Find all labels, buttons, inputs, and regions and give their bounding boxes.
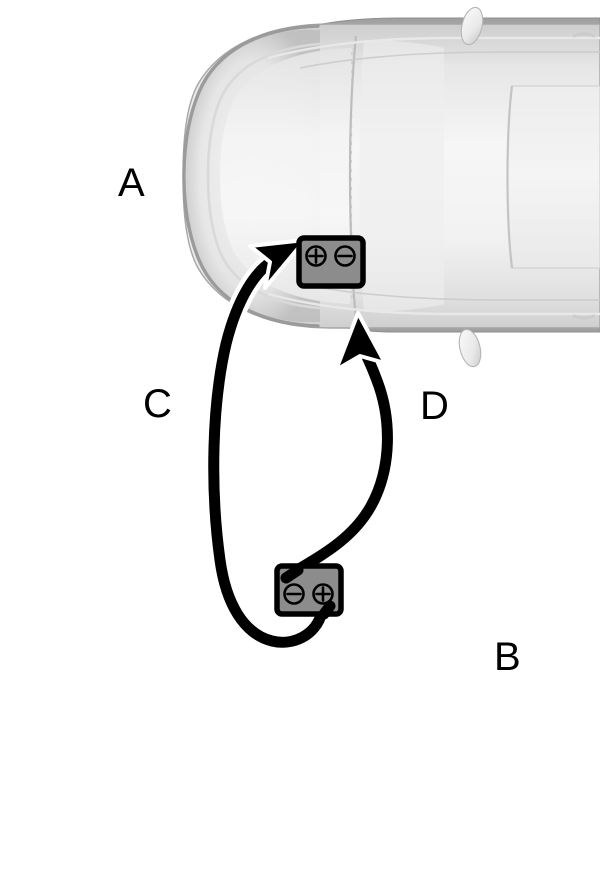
vehicle-a-upper-crease (267, 36, 600, 60)
cable-d-arrowhead (334, 311, 387, 372)
cable-c (203, 238, 332, 653)
battery-vehicle-a-negative-terminal (334, 245, 356, 267)
battery-vehicle-b-positive-terminal (312, 583, 334, 605)
vehicle-a-front-bumper-edge (182, 24, 320, 328)
vehicle-a-door-handle-lower (572, 314, 596, 320)
label-c-positive-jumper-cable: C (143, 382, 172, 426)
vehicle-a-roof-front-edge (506, 85, 514, 269)
vehicle-a-door-handle-upper (572, 32, 596, 38)
cable-c-arrowhead (248, 238, 307, 290)
cable-d-line (283, 334, 393, 581)
battery-vehicle-b-negative-terminal (283, 583, 305, 605)
label-b-booster-vehicle: B (494, 635, 521, 679)
cable-d-terminal-stub (280, 564, 304, 584)
vehicle-a-roof (506, 85, 600, 269)
label-d-negative-ground-jumper-cable: D (420, 384, 449, 428)
vehicle-a-lower-crease (267, 292, 600, 316)
vehicle-a-mirror-upper (460, 6, 484, 46)
vehicle-a-upper-belt-shadow (299, 51, 600, 69)
battery-vehicle-a-positive-terminal (305, 245, 327, 267)
battery-vehicle-a[interactable] (296, 235, 366, 289)
vehicle-a-windshield (359, 40, 444, 312)
cable-d (279, 311, 398, 585)
label-a-vehicle-with-discharged-battery: A (118, 161, 145, 205)
vehicle-a-mirror-lower (458, 328, 482, 368)
cable-c-line (208, 256, 328, 648)
cable-c-terminal-stub (318, 600, 336, 620)
